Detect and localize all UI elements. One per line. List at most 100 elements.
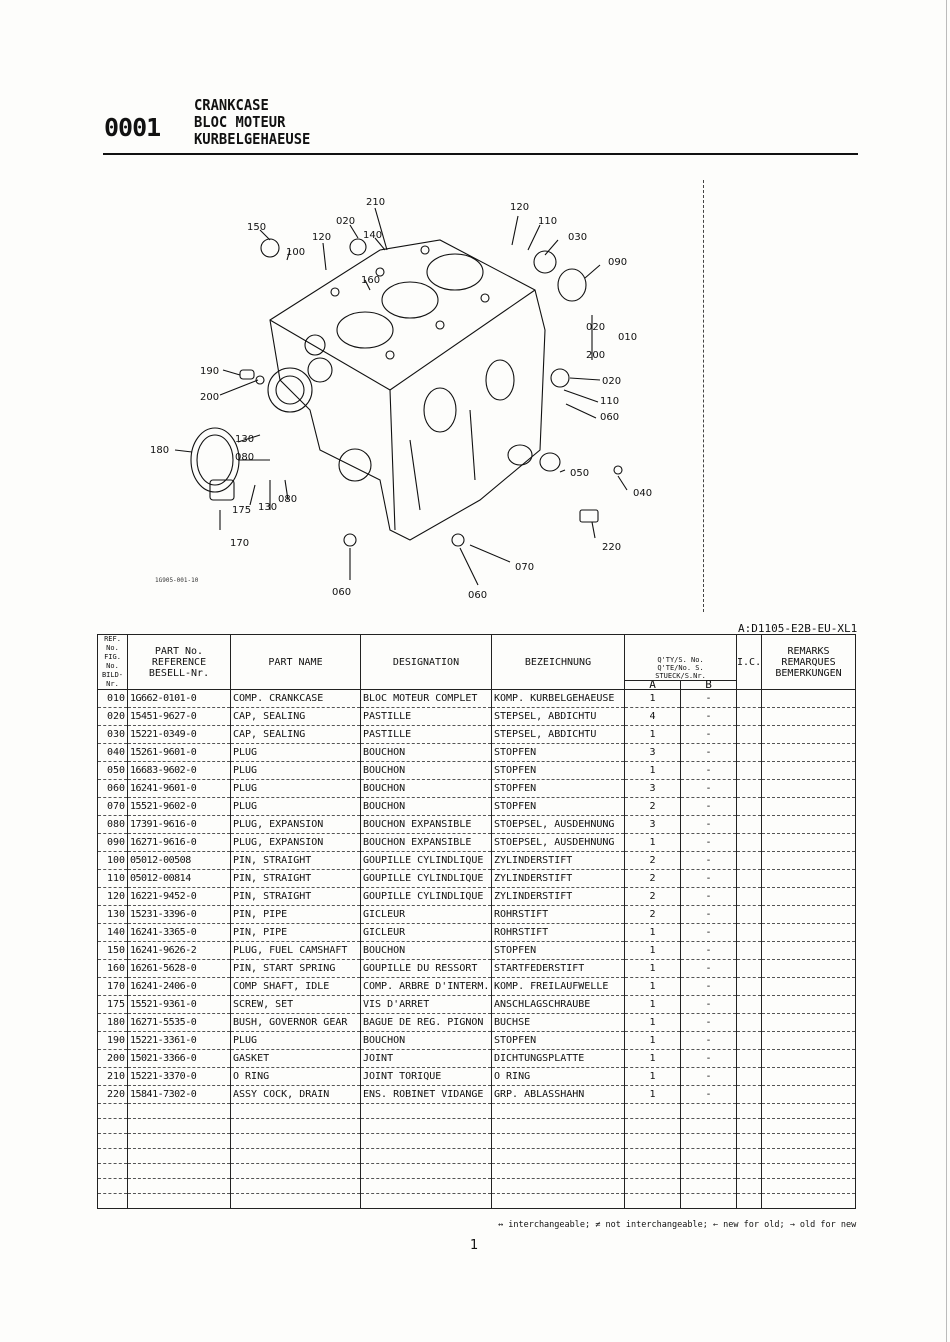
interchangeability-legend: ↔ interchangeable; ≠ not interchangeable… <box>498 1220 857 1230</box>
svg-text:150: 150 <box>247 222 266 233</box>
cell-des: BOUCHON <box>360 797 492 816</box>
cell-bez: STEPSEL, ABDICHTU <box>491 707 625 726</box>
blank-cell <box>624 1178 681 1194</box>
cell-ic <box>736 707 763 726</box>
cell-qa: 1 <box>624 689 681 708</box>
svg-text:070: 070 <box>515 562 534 573</box>
cell-des: BOUCHON EXPANSIBLE <box>360 833 492 852</box>
blank-cell <box>761 1178 857 1194</box>
cell-pno: 15521-9361-0 <box>127 995 231 1014</box>
cell-name: PLUG, FUEL CAMSHAFT <box>230 941 361 960</box>
blank-cell <box>230 1193 361 1209</box>
blank-cell <box>624 1118 681 1134</box>
cell-bez: STOPFEN <box>491 779 625 798</box>
cell-qa: 2 <box>624 887 681 906</box>
blank-cell <box>127 1118 231 1134</box>
cell-bez: KOMP. KURBELGEHAEUSE <box>491 689 625 708</box>
cell-des: BOUCHON <box>360 743 492 762</box>
cell-pno: 16241-3365-0 <box>127 923 231 942</box>
cell-des: BOUCHON <box>360 761 492 780</box>
svg-text:160: 160 <box>361 275 380 286</box>
cell-qa: 4 <box>624 707 681 726</box>
cell-rem <box>761 797 857 816</box>
blank-cell <box>491 1103 625 1119</box>
blank-cell <box>624 1163 681 1179</box>
cell-bez: ROHRSTIFT <box>491 923 625 942</box>
cell-des: BOUCHON EXPANSIBLE <box>360 815 492 834</box>
cell-des: GOUPILLE CYLINDLIQUE <box>360 851 492 870</box>
blank-cell <box>230 1133 361 1149</box>
blank-cell <box>679 1163 738 1179</box>
cell-ic <box>736 779 763 798</box>
cell-ic <box>736 1067 763 1086</box>
cell-pno: 16241-9626-2 <box>127 941 231 960</box>
cell-ref: 040 <box>97 743 128 762</box>
title-de: KURBELGEHAEUSE <box>194 130 311 148</box>
cell-bez: ROHRSTIFT <box>491 905 625 924</box>
illustration-code: 1G905-001-10 <box>155 577 199 584</box>
cell-ic <box>736 797 763 816</box>
cell-name: CAP, SEALING <box>230 707 361 726</box>
svg-text:175: 175 <box>232 505 251 516</box>
cell-name: PIN, STRAIGHT <box>230 869 361 888</box>
cell-qa: 1 <box>624 1067 681 1086</box>
cell-ic <box>736 995 763 1014</box>
cell-ref: 175 <box>97 995 128 1014</box>
cell-name: COMP. CRANKCASE <box>230 689 361 708</box>
cell-ic <box>736 959 763 978</box>
svg-text:120: 120 <box>510 202 529 213</box>
blank-cell <box>360 1148 492 1164</box>
blank-cell <box>679 1178 738 1194</box>
blank-cell <box>97 1163 128 1179</box>
cell-qa: 2 <box>624 851 681 870</box>
cell-pno: 15221-3361-0 <box>127 1031 231 1050</box>
cell-pno: 16261-5628-0 <box>127 959 231 978</box>
cell-rem <box>761 941 857 960</box>
svg-text:050: 050 <box>570 468 589 479</box>
cell-pno: 15021-3366-0 <box>127 1049 231 1068</box>
blank-cell <box>127 1193 231 1209</box>
cell-des: GOUPILLE CYLINDLIQUE <box>360 887 492 906</box>
cell-name: PIN, STRAIGHT <box>230 887 361 906</box>
cell-qa: 1 <box>624 1031 681 1050</box>
blank-row <box>97 1178 857 1194</box>
scan-edge <box>946 0 947 1342</box>
cell-bez: STARTFEDERSTIFT <box>491 959 625 978</box>
cell-rem <box>761 1031 857 1050</box>
svg-text:130: 130 <box>235 434 254 445</box>
blank-cell <box>761 1163 857 1179</box>
cell-name: PLUG <box>230 761 361 780</box>
cell-des: JOINT <box>360 1049 492 1068</box>
cell-qa: 1 <box>624 761 681 780</box>
cell-ref: 200 <box>97 1049 128 1068</box>
cell-des: BLOC MOTEUR COMPLET <box>360 689 492 708</box>
blank-cell <box>127 1163 231 1179</box>
cell-ic <box>736 761 763 780</box>
cell-qb: - <box>679 1085 738 1104</box>
cell-name: PLUG, EXPANSION <box>230 833 361 852</box>
title-rule <box>103 153 858 155</box>
cell-des: BOUCHON <box>360 941 492 960</box>
cell-bez: KOMP. FREILAUFWELLE <box>491 977 625 996</box>
cell-name: PIN, PIPE <box>230 923 361 942</box>
cell-qa: 1 <box>624 977 681 996</box>
cell-qb: - <box>679 851 738 870</box>
blank-cell <box>360 1163 492 1179</box>
col-part-name: PART NAME <box>230 634 361 690</box>
cell-rem <box>761 743 857 762</box>
blank-cell <box>624 1103 681 1119</box>
cell-rem <box>761 779 857 798</box>
cell-qa: 1 <box>624 923 681 942</box>
cell-qa: 1 <box>624 995 681 1014</box>
cell-name: PIN, STRAIGHT <box>230 851 361 870</box>
cell-rem <box>761 689 857 708</box>
